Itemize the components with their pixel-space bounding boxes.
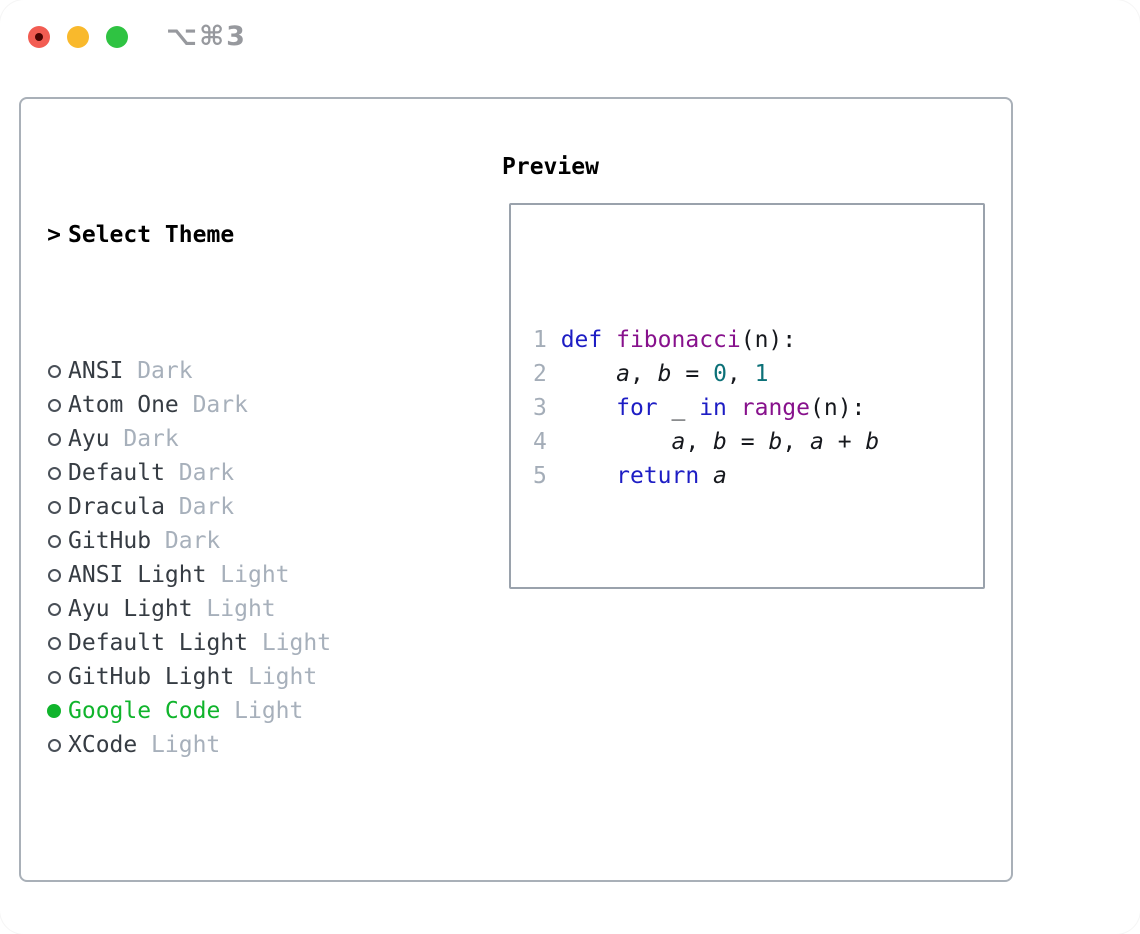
code-line: 2 a, b = 0, 1 xyxy=(533,361,769,387)
radio-marker xyxy=(40,568,68,582)
theme-option[interactable]: Dracula Dark xyxy=(40,490,428,524)
minimize-button[interactable] xyxy=(67,26,89,48)
spacer xyxy=(40,864,428,898)
option-label: Ayu Light xyxy=(68,596,193,622)
radio-marker xyxy=(40,670,68,684)
spacer xyxy=(533,561,983,587)
code-line: 4 a, b = b, a + b xyxy=(533,429,880,455)
preview-label: Preview xyxy=(502,154,599,180)
radio-unselected-icon xyxy=(47,398,61,412)
theme-option[interactable]: Default Light Light xyxy=(40,626,428,660)
radio-marker xyxy=(40,398,68,412)
theme-option[interactable]: Atom One Dark xyxy=(40,388,428,422)
radio-marker xyxy=(40,466,68,480)
option-label: GitHub Light xyxy=(68,664,235,690)
code-area: 1 def fibonacci(n): 2 a, b = 0, 1 3 for _ … xyxy=(511,205,983,587)
radio-unselected-icon xyxy=(47,568,61,582)
code-line: 1 def fibonacci(n): xyxy=(533,327,797,353)
option-variant-label: Light xyxy=(151,732,221,758)
theme-option[interactable]: XCode Light xyxy=(40,728,428,762)
radio-marker xyxy=(40,500,68,514)
radio-marker xyxy=(40,636,68,650)
record-dot-icon xyxy=(35,33,43,41)
radio-marker xyxy=(40,364,68,378)
option-variant-label: Dark xyxy=(178,494,235,520)
option-label: GitHub xyxy=(68,528,152,554)
theme-option[interactable]: GitHub Dark xyxy=(40,524,428,558)
option-variant-label: Dark xyxy=(123,426,179,452)
option-label: ANSI xyxy=(68,358,124,384)
radio-selected-icon xyxy=(47,704,61,718)
radio-marker xyxy=(40,738,68,752)
option-label: Google Code xyxy=(68,698,221,724)
theme-option[interactable]: ANSI Dark xyxy=(40,354,428,388)
option-label: ANSI Light xyxy=(68,562,207,588)
radio-unselected-icon xyxy=(47,602,61,616)
radio-unselected-icon xyxy=(47,636,61,650)
option-variant-label: Light xyxy=(206,596,276,622)
radio-marker xyxy=(40,534,68,548)
radio-unselected-icon xyxy=(47,432,61,446)
theme-option[interactable]: ANSI Light Light xyxy=(40,558,428,592)
titlebar: ⌥⌘3 xyxy=(0,0,1140,75)
code-line: 3 for _ in range(n): xyxy=(533,395,866,421)
select-theme-label: Select Theme xyxy=(68,222,235,248)
option-label: Atom One xyxy=(68,392,179,418)
option-label: Default Light xyxy=(68,630,249,656)
option-label: Default xyxy=(68,460,165,486)
radio-marker xyxy=(40,602,68,616)
theme-option[interactable]: Ayu Light Light xyxy=(40,592,428,626)
radio-marker xyxy=(40,704,68,718)
code-lines: 1 def fibonacci(n): 2 a, b = 0, 1 3 for _ … xyxy=(533,323,983,493)
radio-unselected-icon xyxy=(47,534,61,548)
option-label: Dracula xyxy=(68,494,165,520)
preview-box: 1 def fibonacci(n): 2 a, b = 0, 1 3 for _ … xyxy=(509,203,985,589)
option-variant-label: Light xyxy=(234,698,304,724)
radio-unselected-icon xyxy=(47,500,61,514)
option-variant-label: Light xyxy=(247,664,318,690)
zoom-button[interactable] xyxy=(106,26,128,48)
window-title: ⌥⌘3 xyxy=(166,21,247,52)
select-theme-header: > Select Theme xyxy=(40,218,428,252)
theme-option[interactable]: Ayu Dark xyxy=(40,422,428,456)
focus-caret-icon: > xyxy=(47,222,61,248)
radio-unselected-icon xyxy=(47,738,61,752)
option-variant-label: Dark xyxy=(178,460,235,486)
option-label: XCode xyxy=(68,732,138,758)
radio-unselected-icon xyxy=(47,670,61,684)
radio-marker xyxy=(40,432,68,446)
option-variant-label: Light xyxy=(261,630,332,656)
option-variant-label: Dark xyxy=(192,392,248,418)
option-variant-label: Dark xyxy=(164,528,221,554)
option-variant-label: Dark xyxy=(137,358,193,384)
code-line: 5 return a xyxy=(533,463,727,489)
close-button[interactable] xyxy=(28,26,50,48)
radio-unselected-icon xyxy=(47,364,61,378)
radio-unselected-icon xyxy=(47,466,61,480)
theme-option[interactable]: Default Dark xyxy=(40,456,428,490)
option-variant-label: Light xyxy=(220,562,290,588)
theme-option[interactable]: Google Code Light xyxy=(40,694,428,728)
theme-option[interactable]: GitHub Light Light xyxy=(40,660,428,694)
option-label: Ayu xyxy=(68,426,110,452)
